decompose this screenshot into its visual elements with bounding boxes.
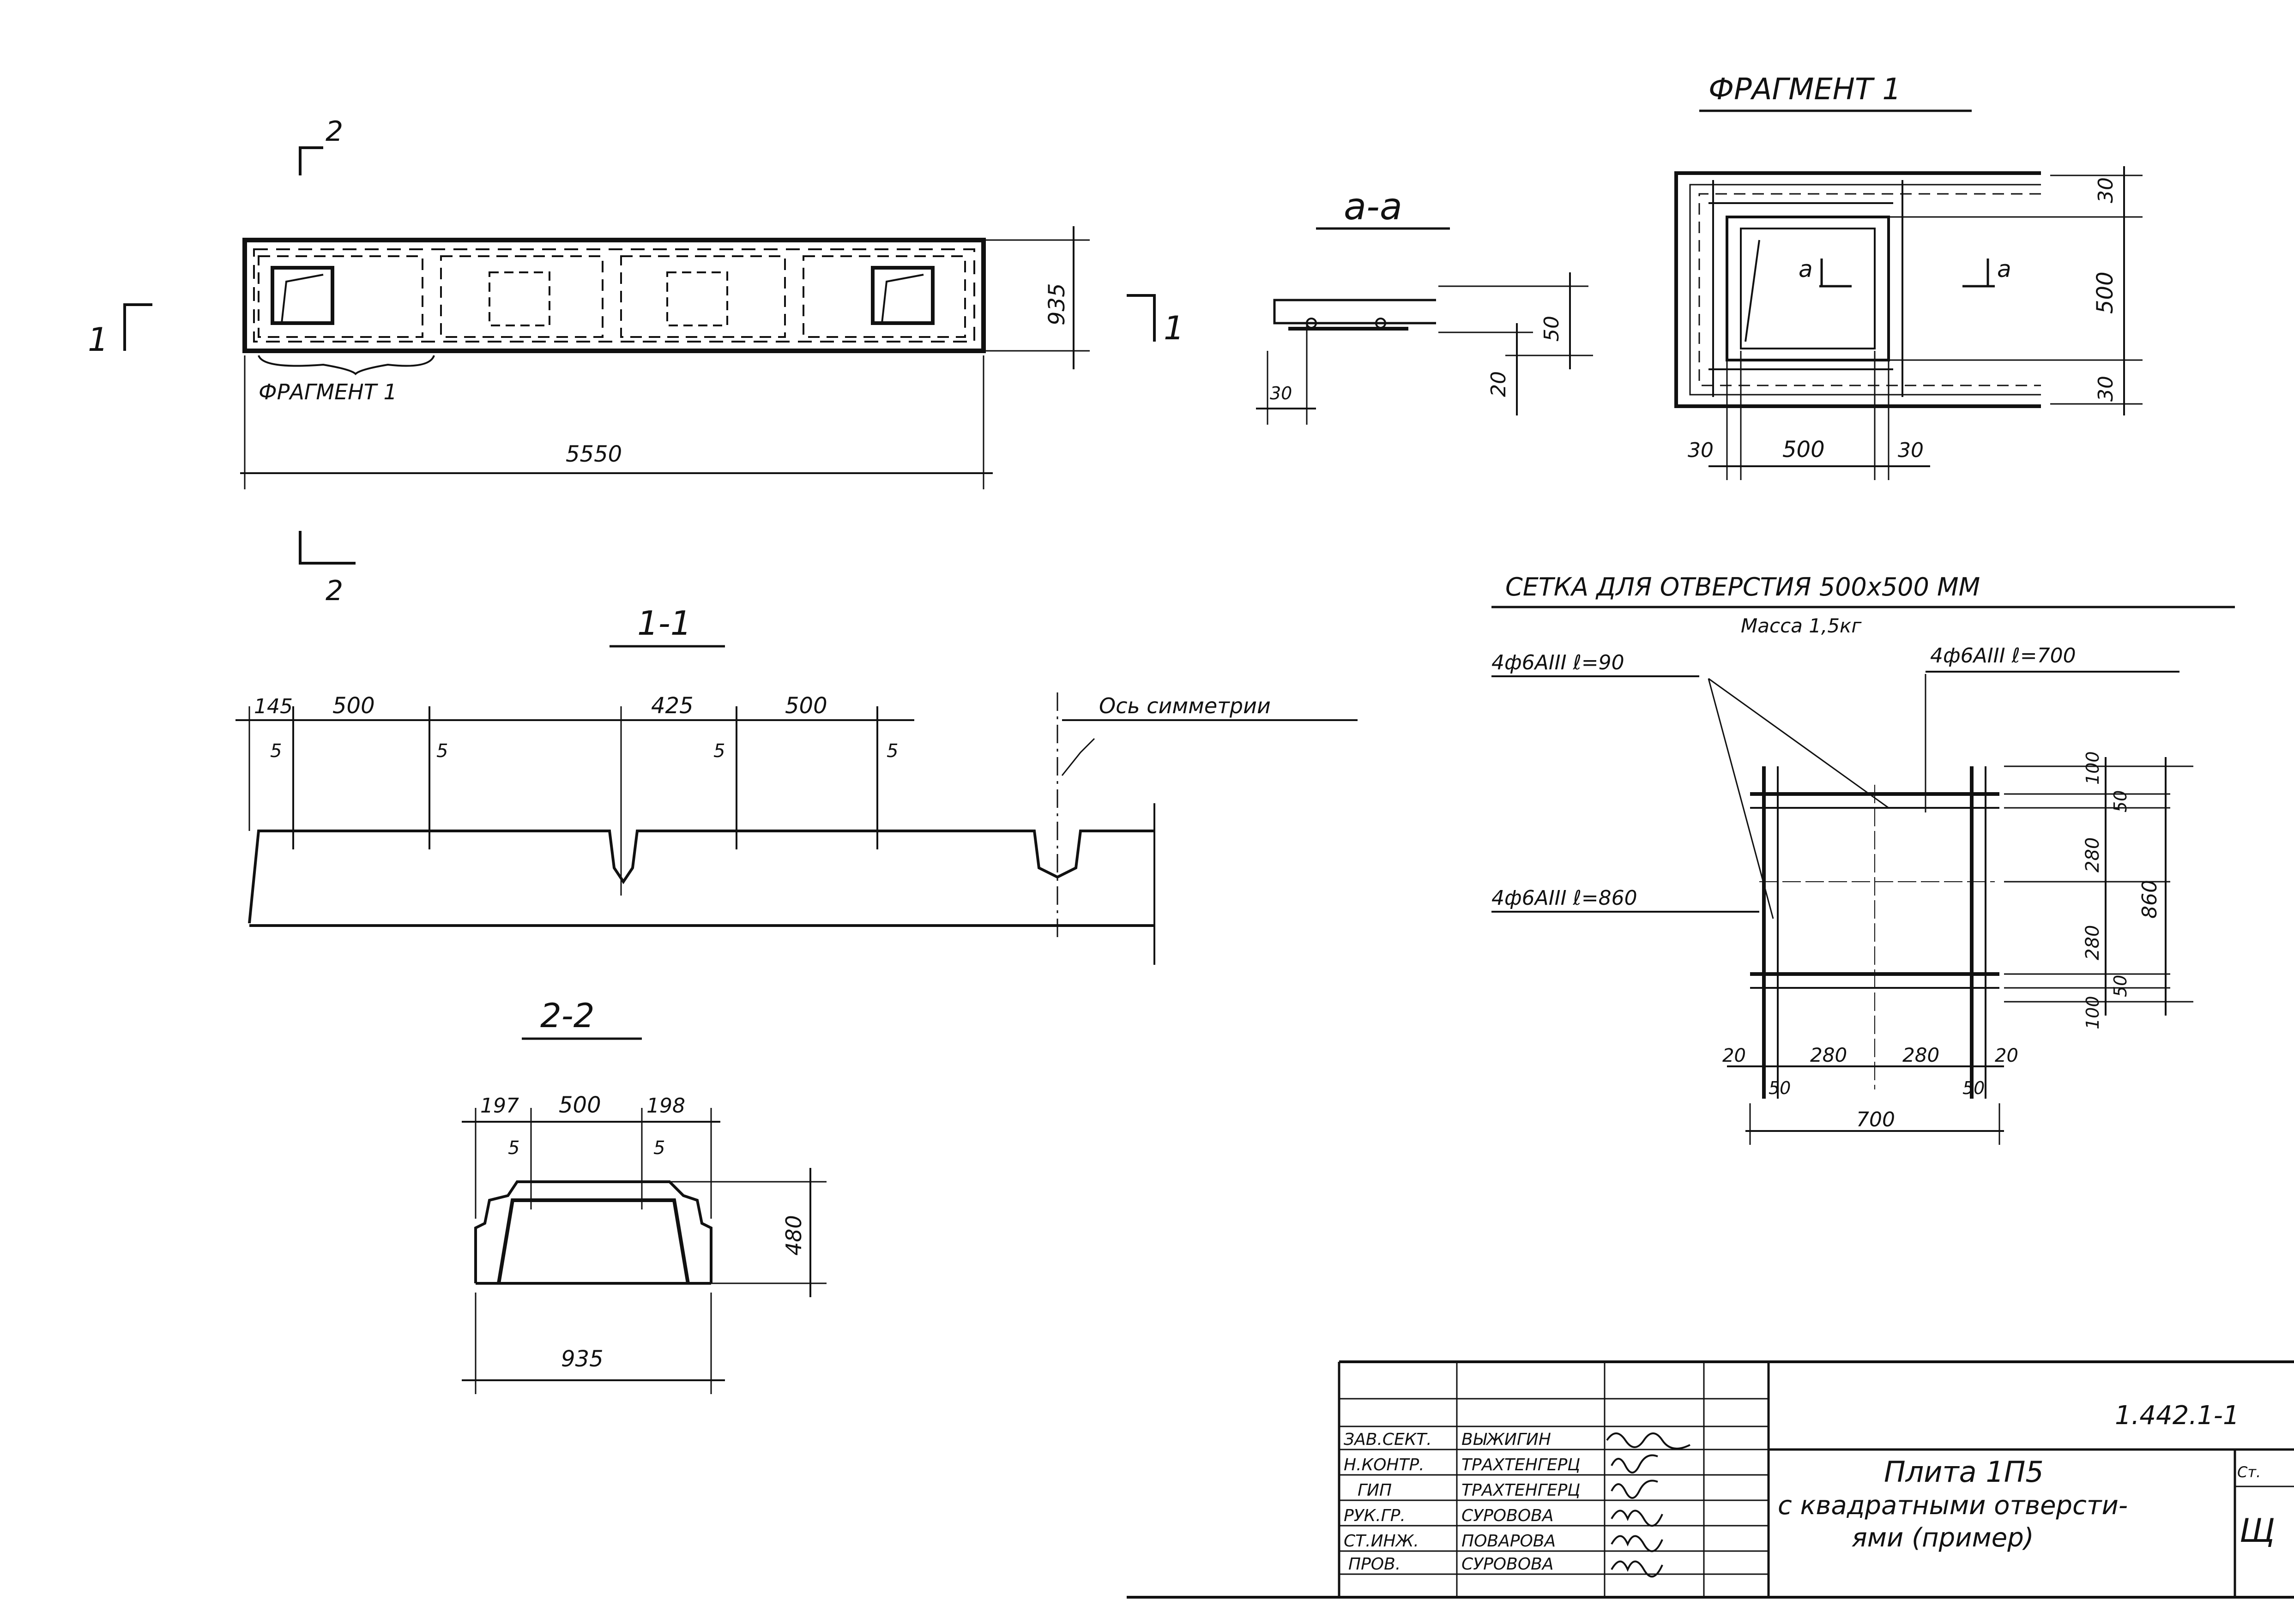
name-6: СУРОВОВА [1461,1555,1553,1574]
mesh-dim-bottom-50-right: 50 [1962,1078,1985,1098]
section-aa: а-а 50 20 30 [1256,185,1593,425]
section-11-dim-425: 425 [651,693,694,719]
section-11-dim-5-d: 5 [887,740,898,762]
role-4: РУК.ГР. [1344,1506,1406,1525]
plan-openings [258,255,966,338]
section-22-title: 2-2 [540,996,595,1035]
mesh-dim-bottom-20-right: 20 [1995,1045,2018,1066]
plan-view: 2 2 1 1 ФРАГМЕНТ 1 5550 935 [88,115,1184,607]
section-mark-1-left [123,303,152,351]
section-mark-2-bottom [299,531,356,565]
stage-label: Ст. [2237,1463,2261,1481]
mesh-bar-label-3: 4ф6АIII ℓ=860 [1491,886,1637,910]
section-11: 1-1 145 500 425 500 5 5 5 5 Ось симметри… [235,604,1358,965]
section-22-dim-480: 480 [781,1215,806,1256]
role-1: ЗАВ.СЕКТ. [1344,1430,1432,1449]
section-22-dim-500: 500 [559,1092,601,1118]
plan-width-dim: 935 [1044,283,1070,325]
name-1: ВЫЖИГИН [1461,1430,1551,1449]
section-22: 2-2 197 500 198 5 5 480 935 [462,996,827,1394]
section-11-dim-5-b: 5 [436,740,448,762]
mesh-dim-right-100-bottom: 100 [2083,996,2103,1029]
title-line-3: ями (пример) [1852,1523,2034,1553]
fragment-dim-30-left: 30 [1688,439,1714,462]
fragment-dim-30-bottom: 30 [2094,376,2118,402]
mesh-dim-bottom-20-left: 20 [1722,1045,1746,1066]
name-3: ТРАХТЕНГЕРЦ [1461,1481,1580,1500]
section-aa-dim-50: 50 [1540,316,1564,342]
section-11-dim-500-a: 500 [332,693,375,719]
mesh-dim-right-860: 860 [2138,880,2161,919]
section-22-dim-5-a: 5 [508,1137,519,1159]
fragment-dim-30-right: 30 [1898,439,1924,462]
role-3: ГИП [1358,1481,1392,1500]
mesh-bar-label-1: 4ф6АIII ℓ=90 [1491,651,1624,674]
mesh-mass: Масса 1,5кг [1741,614,1862,637]
section-aa-dim-20: 20 [1487,371,1510,397]
section-11-axis-label: Ось симметрии [1099,693,1271,718]
section-22-dim-197: 197 [480,1094,519,1118]
plan-length-dim: 5550 [566,441,622,467]
fragment-dim-500-h: 500 [1782,437,1825,463]
mesh-dim-right-50-bottom: 50 [2110,975,2131,997]
mesh-dim-right-50-top: 50 [2110,790,2131,812]
doc-code: 1.442.1-1 [2115,1401,2240,1431]
stage-value: Щ [2240,1512,2275,1550]
fragment-dim-30-top: 30 [2094,177,2118,203]
title-line-2: с квадратными отверсти- [1778,1491,2128,1521]
section-mark-1-right-label: 1 [1164,309,1184,347]
section-22-dim-5-b: 5 [653,1137,665,1159]
fragment-dim-500-v: 500 [2092,271,2118,314]
fragment-1-title: ФРАГМЕНТ 1 [1708,72,1901,107]
section-aa-dim-30: 30 [1270,383,1292,403]
name-4: СУРОВОВА [1461,1506,1553,1525]
section-aa-title: а-а [1344,185,1402,228]
section-11-dim-500-b: 500 [785,693,827,719]
name-5: ПОВАРОВА [1461,1532,1556,1551]
section-11-dim-5-a: 5 [270,740,282,762]
section-mark-2-bottom-label: 2 [326,575,343,607]
role-2: Н.КОНТР. [1344,1456,1425,1474]
section-22-dim-935: 935 [561,1346,604,1372]
signatures [1606,1432,1690,1578]
fragment-mark-a-left: а [1799,256,1813,283]
fragment-mark-a-right: а [1997,256,2011,283]
mesh-dim-bottom-50-left: 50 [1769,1078,1791,1098]
title-block-roles: ЗАВ.СЕКТ. ВЫЖИГИН Н.КОНТР. ТРАХТЕНГЕРЦ Г… [1344,1430,1580,1574]
mesh-bar-label-2: 4ф6АIII ℓ=700 [1930,644,2076,668]
section-mark-2-top [299,146,323,175]
section-mark-1-right [1127,294,1156,342]
section-11-title: 1-1 [637,604,692,643]
title-block: ЗАВ.СЕКТ. ВЫЖИГИН Н.КОНТР. ТРАХТЕНГЕРЦ Г… [1127,1360,2294,1599]
mesh-dim-right-280-b: 280 [2082,925,2103,960]
mesh-dim-right-100-top: 100 [2083,751,2103,785]
section-11-dim-145: 145 [254,695,293,718]
mesh-dim-bottom-280-a: 280 [1810,1044,1847,1066]
section-11-dim-5-c: 5 [713,740,725,762]
mesh-dim-bottom-280-b: 280 [1902,1044,1939,1066]
plan-fragment-label: ФРАГМЕНТ 1 [259,379,397,404]
section-22-dim-198: 198 [646,1094,685,1118]
mesh-dim-bottom-700: 700 [1856,1108,1895,1131]
section-mark-2-top-label: 2 [326,115,343,148]
mesh-dim-right-280-a: 280 [2082,837,2103,872]
mesh-title: СЕТКА ДЛЯ ОТВЕРСТИЯ 500х500 ММ [1505,572,1980,601]
role-5: СТ.ИНЖ. [1344,1532,1419,1551]
fragment-brace [258,355,435,375]
title-line-1: Плита 1П5 [1884,1455,2044,1489]
section-mark-1-left-label: 1 [88,321,109,359]
mesh-detail: СЕТКА ДЛЯ ОТВЕРСТИЯ 500х500 ММ Масса 1,5… [1491,572,2235,1145]
fragment-1: ФРАГМЕНТ 1 а а 30 500 30 30 500 [1674,72,2143,480]
role-6: ПРОВ. [1348,1555,1401,1574]
name-2: ТРАХТЕНГЕРЦ [1461,1456,1580,1474]
